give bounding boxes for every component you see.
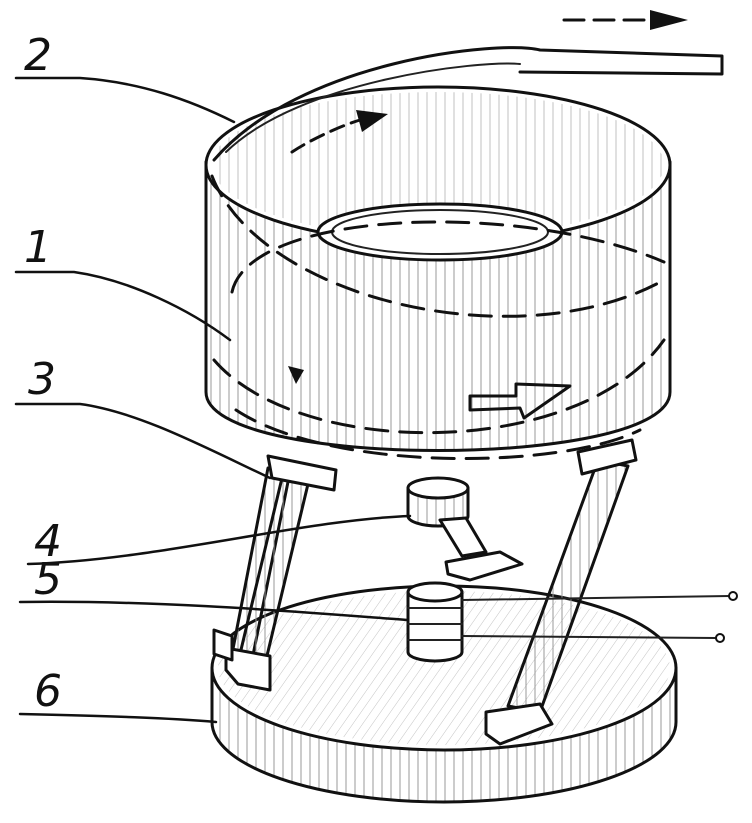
- label-2: 2: [24, 30, 52, 81]
- left-front-leg: [212, 476, 310, 692]
- rotation-arrow-front: [288, 366, 304, 384]
- label-1: 1: [24, 222, 52, 273]
- rotation-arrow-top: [290, 110, 388, 154]
- leader-1: [14, 270, 232, 342]
- bowl-drum: [204, 85, 672, 492]
- vibration-arrow: [468, 382, 572, 420]
- leader-5: [18, 600, 410, 622]
- spindle-motor: [406, 476, 524, 582]
- label-3: 3: [28, 354, 56, 405]
- outflow-arrow: [562, 10, 688, 30]
- output-chute: [212, 46, 724, 162]
- leader-2: [14, 76, 236, 124]
- label-5: 5: [34, 554, 62, 605]
- leader-6: [18, 712, 218, 724]
- leader-4: [26, 514, 412, 566]
- sensor-coil: [406, 581, 738, 663]
- label-4: 4: [34, 516, 62, 567]
- leader-3: [14, 402, 272, 480]
- label-6: 6: [34, 666, 62, 717]
